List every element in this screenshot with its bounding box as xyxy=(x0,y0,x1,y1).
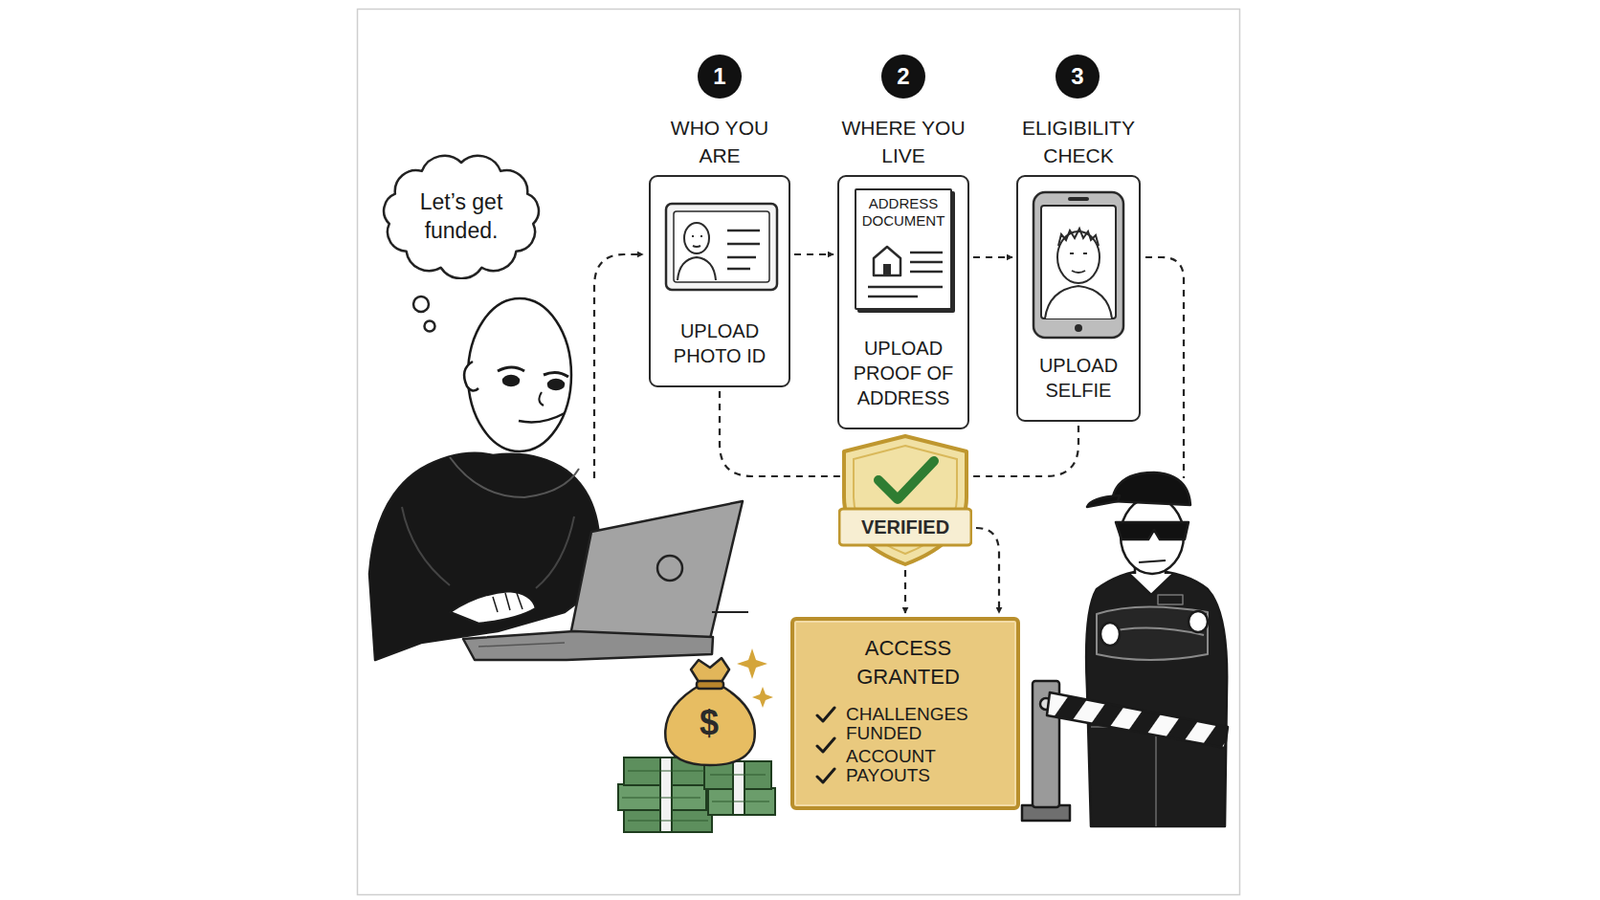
thought-dots xyxy=(413,296,436,333)
step-number-text: 3 xyxy=(1070,63,1084,90)
check-mark xyxy=(815,736,837,755)
step-number: 3 xyxy=(1055,54,1100,99)
thought-text: Let’s get funded. xyxy=(407,187,515,245)
cash-stacks xyxy=(618,757,776,833)
checklist-row: PAYOUTS xyxy=(815,760,1001,792)
checklist-item: PAYOUTS xyxy=(845,764,931,788)
step-number-text: 1 xyxy=(712,63,726,90)
house-lines-icon xyxy=(860,235,949,305)
phone-selfie-icon xyxy=(1031,190,1126,340)
step-card: ELIGIBILITY CHECKUPLOAD SELFIE xyxy=(1016,175,1141,423)
dashed-connector xyxy=(973,256,1013,259)
verified-text: VERIFIED xyxy=(838,509,973,546)
check-mark xyxy=(815,706,837,724)
id-card-icon xyxy=(664,201,779,292)
step-number: 2 xyxy=(881,54,926,99)
step-heading: WHERE YOU LIVE xyxy=(831,113,976,170)
security-guard xyxy=(1086,472,1227,827)
dashed-connector xyxy=(719,391,843,477)
thought-bubble: Let’s get funded. xyxy=(378,153,544,280)
checklist-row: FUNDED ACCOUNT xyxy=(815,730,1001,761)
sparkles xyxy=(736,648,774,709)
step-heading: WHO YOU ARE xyxy=(660,113,780,170)
document-title: ADDRESS DOCUMENT xyxy=(860,195,947,230)
dollar-sign: $ xyxy=(699,706,719,741)
shield-shape xyxy=(838,432,973,567)
verified-shield: VERIFIED xyxy=(838,432,973,567)
step-instruction: UPLOAD PHOTO ID xyxy=(656,318,783,369)
step-instruction: UPLOAD SELFIE xyxy=(1023,353,1134,403)
step-heading: ELIGIBILITY CHECK xyxy=(1006,113,1151,170)
step-number-text: 2 xyxy=(896,63,910,90)
access-sign: ACCESS GRANTEDCHALLENGESFUNDED ACCOUNTPA… xyxy=(790,617,1021,811)
address-document: ADDRESS DOCUMENT xyxy=(854,188,953,311)
laptop xyxy=(463,501,749,661)
step-card: WHO YOU AREUPLOAD PHOTO ID xyxy=(648,175,791,388)
check-mark xyxy=(815,767,837,785)
dashed-connector xyxy=(794,253,834,256)
dashed-connector xyxy=(976,528,1000,614)
frame xyxy=(357,9,1241,896)
cloud-shape xyxy=(378,153,544,280)
person xyxy=(369,298,603,661)
barrier-gate xyxy=(1022,681,1228,822)
dashed-connector xyxy=(904,570,907,614)
money-bag xyxy=(665,658,756,766)
step-number: 1 xyxy=(697,54,742,99)
sign-title: ACCESS GRANTED xyxy=(815,634,1001,692)
dashed-connector xyxy=(968,425,1079,477)
checklist-item: FUNDED ACCOUNT xyxy=(845,722,1001,769)
checklist-item: CHALLENGES xyxy=(845,703,969,727)
step-card: WHERE YOU LIVEUPLOAD PROOF OF ADDRESSADD… xyxy=(837,175,970,430)
step-instruction: UPLOAD PROOF OF ADDRESS xyxy=(844,335,962,411)
